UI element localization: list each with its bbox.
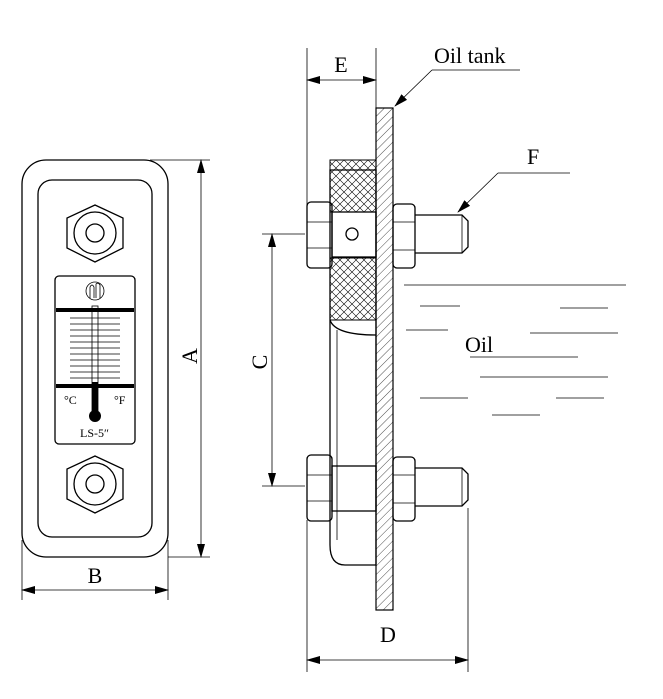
dimension-e: E <box>306 48 377 210</box>
celsius-label: °C <box>64 393 77 407</box>
dimension-c-label: C <box>247 355 272 370</box>
sight-glass-window: °C °F LS-5″ <box>54 275 136 445</box>
model-label: LS-5″ <box>80 426 109 440</box>
brand-logo <box>85 281 105 301</box>
dimension-f-label: F <box>527 144 539 169</box>
temperature-scale <box>70 317 120 379</box>
dimension-b: B <box>21 540 169 600</box>
dimension-d: D <box>306 508 469 672</box>
gauge-outer-frame <box>21 159 169 558</box>
dimension-f: F <box>457 144 570 213</box>
oil-label: Oil <box>465 332 493 357</box>
knurled-lower <box>329 257 377 321</box>
dimension-a-label: A <box>177 348 202 364</box>
dimension-b-label: B <box>88 563 103 588</box>
lower-fastener-side <box>306 454 469 522</box>
top-bolt-front <box>66 204 124 263</box>
oil-lines <box>404 284 626 416</box>
dimension-a: A <box>150 159 210 558</box>
tank-wall <box>375 107 394 611</box>
oil-tank-callout: Oil tank <box>394 43 520 107</box>
fahrenheit-label: °F <box>114 393 126 407</box>
side-view: Oil Oil tank F E C <box>247 43 626 672</box>
dimension-d-label: D <box>380 622 396 647</box>
knurled-upper <box>329 159 377 213</box>
bottom-bolt-front <box>66 455 124 514</box>
dimension-c: C <box>247 233 305 487</box>
oil-tank-label: Oil tank <box>434 43 506 68</box>
gauge-body-side <box>329 169 377 566</box>
dimension-e-label: E <box>334 52 347 77</box>
front-view: °C °F LS-5″ A B <box>21 159 210 600</box>
thermometer <box>89 305 101 422</box>
gauge-inner-frame <box>37 179 153 538</box>
upper-fastener-side <box>306 201 469 269</box>
